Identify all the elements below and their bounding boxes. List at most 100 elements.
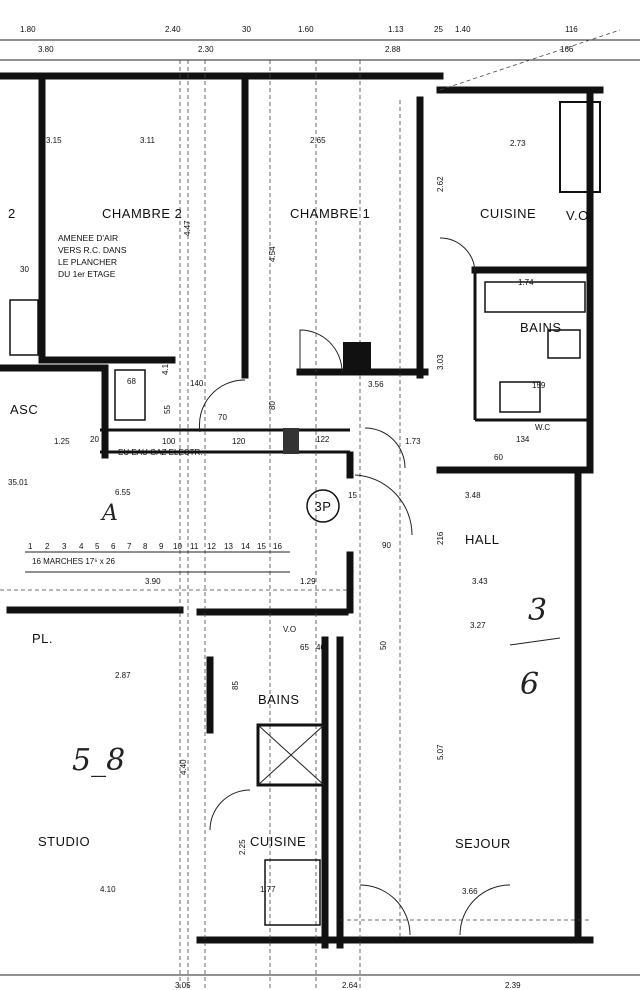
dim: 4.18 [161, 359, 170, 375]
dim: 3.66 [462, 887, 478, 896]
dim: 1.77 [260, 885, 276, 894]
dim: 3.11 [140, 136, 156, 145]
dim-top: 25 [434, 25, 443, 34]
construction-lines [0, 29, 621, 990]
handwritten-mark: 5_8 [72, 743, 125, 778]
handwritten-stroke [509, 637, 561, 646]
stair-step: 16 [273, 542, 282, 551]
stair-step: 4 [79, 542, 84, 551]
dim: 216 [436, 531, 445, 545]
dim: 6.55 [115, 488, 131, 497]
dim: 2.62 [436, 176, 445, 192]
dim: 4.54 [268, 246, 277, 262]
dim-top: 2.30 [198, 45, 214, 54]
handwritten-mark: 6 [520, 667, 539, 702]
dim: 120 [232, 437, 246, 446]
room-label-cuisine: CUISINE [480, 206, 536, 221]
dim-bottom: 3.05 [175, 981, 191, 990]
dim: 2.25 [238, 839, 247, 855]
dim: 5.07 [436, 744, 445, 760]
dim-bottom: 2.39 [505, 981, 521, 990]
notes: AMENEE D'AIR VERS R.C. DANS LE PLANCHER … [8, 233, 561, 778]
stair-step: 11 [190, 542, 199, 551]
dim: 4.10 [100, 885, 116, 894]
dim-top: 1.80 [20, 25, 36, 34]
stair-step: 1 [28, 542, 33, 551]
stair-step: 12 [207, 542, 216, 551]
dim: 50 [379, 641, 388, 650]
staircase: 1 2 3 4 5 6 7 8 9 10 11 12 13 14 15 16 1… [25, 542, 290, 573]
gaines-note: EU EAU GAZ ELECTR. [118, 448, 202, 457]
dim: 3.90 [145, 577, 161, 586]
dim: 2.73 [510, 139, 526, 148]
stair-step: 5 [95, 542, 100, 551]
dim: 122 [316, 435, 330, 444]
dim: 1.29 [300, 577, 316, 586]
dim-top: 30 [242, 25, 251, 34]
room-label-cuisine: CUISINE [250, 834, 306, 849]
dim-bottom: 2.64 [342, 981, 358, 990]
dim: 55 [163, 405, 172, 414]
dim: 70 [218, 413, 227, 422]
vo-label: V.O [283, 625, 296, 634]
stair-step: 3 [62, 542, 67, 551]
stair-step: 13 [224, 542, 233, 551]
dim-top: 2.40 [165, 25, 181, 34]
air-note: VERS R.C. DANS [58, 245, 127, 255]
stair-step: 2 [45, 542, 50, 551]
room-label-bains: BAINS [258, 692, 300, 707]
stair-step: 15 [257, 542, 266, 551]
shafts [9, 101, 601, 926]
dim: 40 [316, 643, 325, 652]
stair-step: 7 [127, 542, 132, 551]
room-label-hall: HALL [465, 532, 500, 547]
walls [0, 72, 604, 949]
top-dimension-line: 1.80 3.80 2.40 2.30 30 1.60 1.13 2.88 25… [0, 25, 640, 61]
room-label-chambre-2: CHAMBRE 2 [102, 206, 182, 221]
dim: 15 [348, 491, 357, 500]
dim-top: 3.80 [38, 45, 54, 54]
dim: 90 [382, 541, 391, 550]
dim: 100 [162, 437, 176, 446]
bottom-dimension-line: 3.05 2.64 2.39 [0, 974, 640, 990]
dim: 140 [190, 379, 204, 388]
dim-top: 1.13 [388, 25, 404, 34]
elevation: 35.01 [8, 478, 29, 487]
room-label-asc: ASC [10, 402, 38, 417]
dim: 3.56 [368, 380, 384, 389]
dim: 3.27 [470, 621, 486, 630]
door-swings [198, 237, 511, 936]
room-labels: 2 CHAMBRE 2 CHAMBRE 1 CUISINE V.O BAINS … [8, 206, 589, 851]
dim: 60 [494, 453, 503, 462]
dim: 1.25 [54, 437, 70, 446]
dim: 85 [231, 681, 240, 690]
room-label-bains: BAINS [520, 320, 562, 335]
dim: 134 [516, 435, 530, 444]
stair-step: 6 [111, 542, 116, 551]
dim: 2.87 [115, 671, 131, 680]
stair-step: 9 [159, 542, 164, 551]
dim: 4.40 [179, 759, 188, 775]
dim: 3.15 [46, 136, 62, 145]
vo-label: V.O [566, 208, 589, 223]
apartment-type-badge: 3P [306, 489, 340, 523]
stairs-note: 16 MARCHES 17⁵ x 26 [32, 557, 115, 566]
dim: 30 [20, 265, 29, 274]
room-label: 2 [8, 206, 16, 221]
dim: 3.03 [436, 354, 445, 370]
badge-label: 3P [315, 499, 332, 514]
dim: 159 [532, 381, 546, 390]
stair-step: 10 [173, 542, 182, 551]
air-note: LE PLANCHER [58, 257, 117, 267]
handwritten-mark: 3 [528, 593, 547, 628]
dim: 80 [268, 401, 277, 410]
dim: 3.48 [465, 491, 481, 500]
air-note: DU 1er ETAGE [58, 269, 116, 279]
room-label-sejour: SEJOUR [455, 836, 511, 851]
dim: 68 [127, 377, 136, 386]
stair-step: 14 [241, 542, 250, 551]
handwritten-mark: A [100, 501, 118, 526]
dim: 1.74 [518, 278, 534, 287]
room-label-chambre-1: CHAMBRE 1 [290, 206, 370, 221]
